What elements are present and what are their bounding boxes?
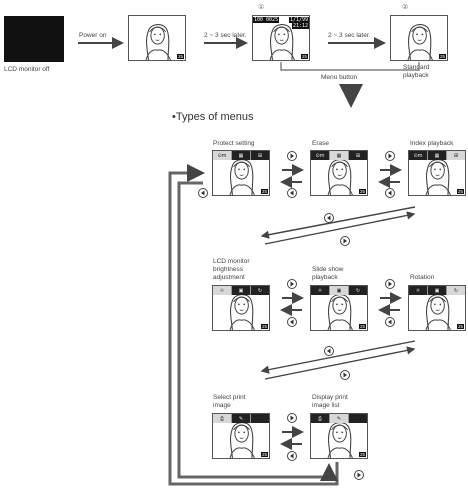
frame-number: 25 (260, 452, 268, 457)
menu-screen-protect: ⊙m ▦ ⊞ 25 (212, 150, 270, 196)
right-arrow-button-icon (287, 279, 297, 289)
index-icon: ⊞ (453, 152, 459, 159)
right-arrow-button-icon (385, 279, 395, 289)
frame-number: 25 (358, 452, 366, 457)
osd-time: 21:12 (291, 23, 309, 29)
frame-number: 25 (176, 54, 184, 59)
right-arrow-button-icon (340, 236, 350, 246)
print-list-icon: ✎ (336, 415, 342, 422)
menu-screen-select-print: ⎙ ✎ 25 (212, 413, 270, 459)
menu-label-protect: Protect setting (213, 140, 255, 147)
menu-label-rotation: Rotation (410, 274, 435, 281)
delay-label-2: 2 ~ 3 sec later. (328, 32, 371, 39)
frame-number: 25 (358, 324, 366, 329)
menu-button-bracket (280, 62, 420, 71)
frame-number: 25 (456, 324, 464, 329)
brightness-icon: ☼ (415, 287, 421, 294)
erase-icon: ▦ (336, 152, 342, 159)
menu-button-label: Menu button (321, 74, 358, 81)
osd-file-number: 100 0025 (253, 17, 280, 23)
frame-number: 25 (300, 54, 308, 59)
frame-number: 25 (438, 54, 446, 59)
power-on-label: Power on (79, 32, 107, 39)
menu-screen-index: ⊙m ▦ ⊞ 25 (408, 150, 466, 196)
frame-number: 25 (456, 189, 464, 194)
menu-icon-bar: ☼ ▣ ↻ (311, 286, 367, 295)
index-icon: ⊞ (257, 152, 263, 159)
info-display-screen: 100 0025 1/1/99 21:12 25 (252, 15, 310, 61)
print-icon: ⎙ (219, 415, 225, 422)
menu-screen-erase: ⊙m ▦ ⊞ 25 (310, 150, 368, 196)
brightness-icon: ☼ (317, 287, 323, 294)
right-arrow-button-icon (385, 151, 395, 161)
rotation-icon: ↻ (453, 287, 459, 294)
protect-icon: ⊙m (413, 152, 423, 159)
startup-screen: 25 (128, 15, 186, 61)
lcd-monitor-off-label: LCD monitor off (4, 66, 50, 73)
menu-icon-bar: ☼ ▣ ↻ (409, 286, 465, 295)
menu-label-index: Index playback (410, 140, 454, 147)
menu-icon-bar: ⊙m ▦ ⊞ (409, 151, 465, 160)
menu-label-slideshow: Slide show playback (312, 266, 344, 281)
rotation-icon: ↻ (257, 287, 263, 294)
frame-number: 25 (260, 189, 268, 194)
right-arrow-button-icon (287, 151, 297, 161)
osd-date: 1/1/99 (288, 17, 309, 23)
step-marker-2: ② (402, 3, 409, 11)
standard-playback-label: Standard playback (403, 64, 430, 79)
menu-icon-bar: ⊙m ▦ ⊞ (311, 151, 367, 160)
step-marker-1: ① (258, 3, 265, 11)
print-icon: ⎙ (317, 415, 323, 422)
delay-label-1: 2 ~ 3 sec later. (204, 32, 247, 39)
left-arrow-button-icon (287, 188, 297, 198)
menu-icon-bar: ⊙m ▦ ⊞ (213, 151, 269, 160)
menu-label-display-print: Display print image list (312, 394, 348, 409)
menu-icon-bar: ☼ ▣ ↻ (213, 286, 269, 295)
slideshow-icon: ▣ (336, 287, 342, 294)
menu-icon-bar: ⎙ ✎ (213, 414, 269, 423)
menu-label-lcd-brightness: LCD monitor brightness adjustment (213, 258, 250, 281)
brightness-icon: ☼ (219, 287, 225, 294)
left-arrow-button-icon (287, 451, 297, 461)
left-arrow-button-icon (324, 346, 334, 356)
erase-icon: ▦ (434, 152, 440, 159)
menu-screen-rotation: ☼ ▣ ↻ 25 (408, 285, 466, 331)
diagonal-to-row2 (260, 206, 416, 239)
erase-icon: ▦ (238, 152, 244, 159)
protect-icon: ⊙m (217, 152, 227, 159)
menu-screen-lcd-brightness: ☼ ▣ ↻ 25 (212, 285, 270, 331)
menu-label-select-print: Select print image (213, 394, 246, 409)
index-icon: ⊞ (355, 152, 361, 159)
menu-label-erase: Erase (312, 140, 329, 147)
slideshow-icon: ▣ (434, 287, 440, 294)
rotation-icon: ↻ (355, 287, 361, 294)
right-arrow-button-icon (287, 413, 297, 423)
slideshow-icon: ▣ (238, 287, 244, 294)
menu-screen-display-print: ⎙ ✎ 25 (310, 413, 368, 459)
diagonal-back-row1 (264, 211, 416, 245)
print-list-icon: ✎ (238, 415, 244, 422)
frame-number: 25 (358, 189, 366, 194)
menu-icon-bar: ⎙ ✎ (311, 414, 367, 423)
left-arrow-button-icon (385, 188, 395, 198)
right-arrow-button-icon (354, 470, 364, 480)
loop-arrow-inner (177, 181, 338, 481)
left-arrow-button-icon (198, 188, 208, 198)
left-arrow-button-icon (324, 213, 334, 223)
standard-playback-screen: 25 (390, 15, 448, 61)
menu-screen-slideshow: ☼ ▣ ↻ 25 (310, 285, 368, 331)
diagonal-to-row3 (260, 340, 416, 374)
left-arrow-button-icon (287, 317, 297, 327)
right-arrow-button-icon (340, 370, 350, 380)
left-arrow-button-icon (385, 317, 395, 327)
diagonal-back-row2 (264, 346, 416, 380)
types-of-menus-title: •Types of menus (172, 111, 254, 123)
protect-icon: ⊙m (315, 152, 325, 159)
lcd-monitor-off-screen (4, 16, 64, 62)
frame-number: 25 (260, 324, 268, 329)
